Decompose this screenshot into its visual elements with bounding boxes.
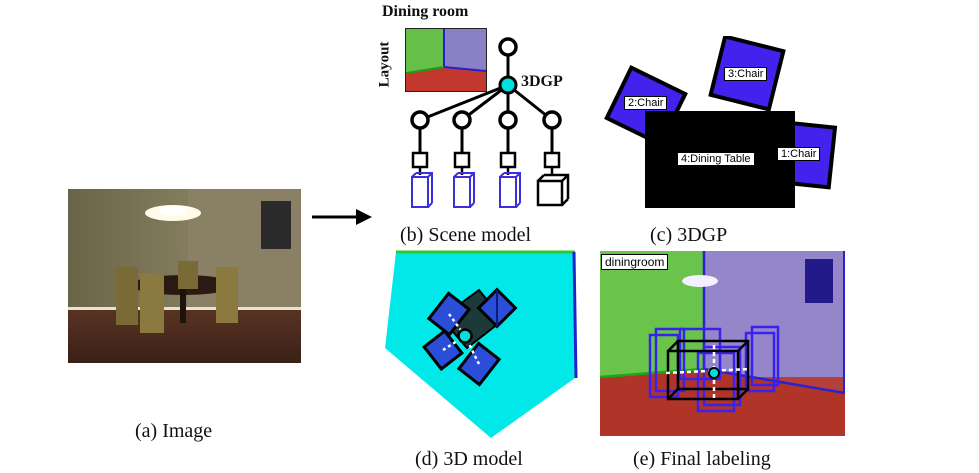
chair-box-icon — [411, 172, 433, 208]
graph-root-node — [498, 75, 518, 95]
chair-box-icon — [453, 172, 475, 208]
graph-square-node — [543, 151, 561, 169]
chair-1-label: 1:Chair — [777, 147, 821, 161]
table-3d — [476, 287, 518, 329]
graph-node — [498, 110, 518, 130]
input-photo — [68, 189, 301, 363]
caption-3dgp: (c) 3DGP — [650, 224, 728, 246]
chair-3-label: 3:Chair — [724, 67, 768, 81]
arrow-icon — [312, 209, 372, 225]
caption-scene-model: (b) Scene model — [400, 224, 532, 246]
graph-square-node — [453, 151, 471, 169]
layout-label: Layout — [376, 41, 393, 88]
scene-tag: diningroom — [601, 254, 669, 270]
dining-room-photo — [68, 189, 301, 363]
caption-image: (a) Image — [135, 420, 213, 442]
caption-3d-model: (d) 3D model — [415, 448, 523, 470]
table-box-icon — [536, 173, 570, 207]
layout-thumbnail — [405, 28, 487, 92]
table-label: 4:Dining Table — [677, 152, 755, 166]
chair-2-label: 2:Chair — [624, 96, 668, 110]
final-labeling-photo: diningroom — [599, 251, 846, 436]
graph-node — [410, 110, 430, 130]
graph-node — [452, 110, 472, 130]
scene-graph — [410, 37, 570, 208]
graph-top-node — [498, 37, 518, 57]
chair-box-icon — [499, 172, 521, 208]
dgp-layout — [604, 36, 838, 208]
3d-model-view — [385, 250, 578, 438]
scene-title: Dining room — [382, 3, 469, 20]
root-label: 3DGP — [521, 73, 563, 90]
caption-final-labeling: (e) Final labeling — [633, 448, 771, 470]
graph-square-node — [411, 151, 429, 169]
graph-node — [542, 110, 562, 130]
graph-square-node — [499, 151, 517, 169]
